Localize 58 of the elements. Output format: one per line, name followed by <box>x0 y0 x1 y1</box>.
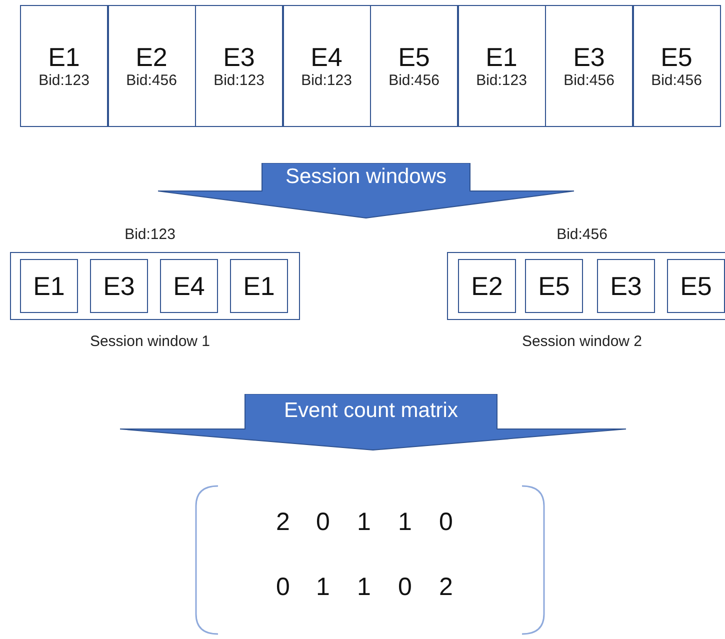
event-name: E3 <box>610 272 642 300</box>
event-box <box>525 259 583 313</box>
matrix-entry: 1 <box>356 508 372 537</box>
event-name: E1 <box>48 43 80 72</box>
event-name: E5 <box>660 43 692 72</box>
event-box <box>90 259 148 313</box>
matrix-entry: 1 <box>315 573 331 602</box>
block-id: Bid:456 <box>388 72 440 89</box>
window-caption: Session window 1 <box>88 333 212 350</box>
window-heading: Bid:123 <box>124 226 176 243</box>
matrix-entry: 0 <box>275 573 291 602</box>
block-id: Bid:123 <box>476 72 527 89</box>
event-name: E3 <box>573 43 605 72</box>
window-heading: Bid:456 <box>556 226 608 243</box>
event-box <box>667 259 725 313</box>
event-cell <box>108 5 196 127</box>
arrow-label: Event count matrix <box>283 399 459 423</box>
event-name: E1 <box>33 272 65 300</box>
block-id: Bid:456 <box>564 72 614 89</box>
event-name: E5 <box>398 43 430 72</box>
event-cell <box>282 5 370 127</box>
event-cell <box>458 5 546 127</box>
event-box <box>20 259 78 313</box>
event-name: E5 <box>680 272 712 300</box>
arrow-label: Session windows <box>284 164 448 188</box>
event-box <box>458 259 516 313</box>
window-caption: Session window 2 <box>520 333 644 350</box>
event-box <box>230 259 288 313</box>
event-cell <box>20 5 108 127</box>
event-box <box>597 259 655 313</box>
event-name: E3 <box>223 43 255 72</box>
block-id: Bid:456 <box>651 72 702 89</box>
matrix-entry: 0 <box>438 508 454 537</box>
matrix-entry: 2 <box>275 508 291 537</box>
event-name: E1 <box>486 43 518 72</box>
event-name: E1 <box>243 272 275 300</box>
event-name: E4 <box>310 43 342 72</box>
event-cell <box>632 5 720 127</box>
block-id: Bid:456 <box>126 72 177 89</box>
banner-arrow <box>120 394 626 451</box>
matrix-entry: 0 <box>397 573 413 602</box>
event-cell <box>545 5 633 127</box>
matrix-entry: 1 <box>397 508 413 537</box>
event-cell <box>195 5 283 127</box>
matrix-entry: 1 <box>356 573 372 602</box>
block-id: Bid:123 <box>301 72 352 89</box>
event-name: E4 <box>173 272 205 300</box>
matrix-entry: 2 <box>438 573 454 602</box>
event-name: E2 <box>471 272 503 300</box>
event-name: E3 <box>103 272 135 300</box>
banner-arrow <box>158 163 574 219</box>
block-id: Bid:123 <box>214 72 264 89</box>
matrix-entry: 0 <box>315 508 331 537</box>
event-name: E5 <box>538 272 570 300</box>
block-id: Bid:123 <box>38 72 90 89</box>
event-name: E2 <box>136 43 168 72</box>
event-cell <box>370 5 458 127</box>
event-box <box>160 259 218 313</box>
